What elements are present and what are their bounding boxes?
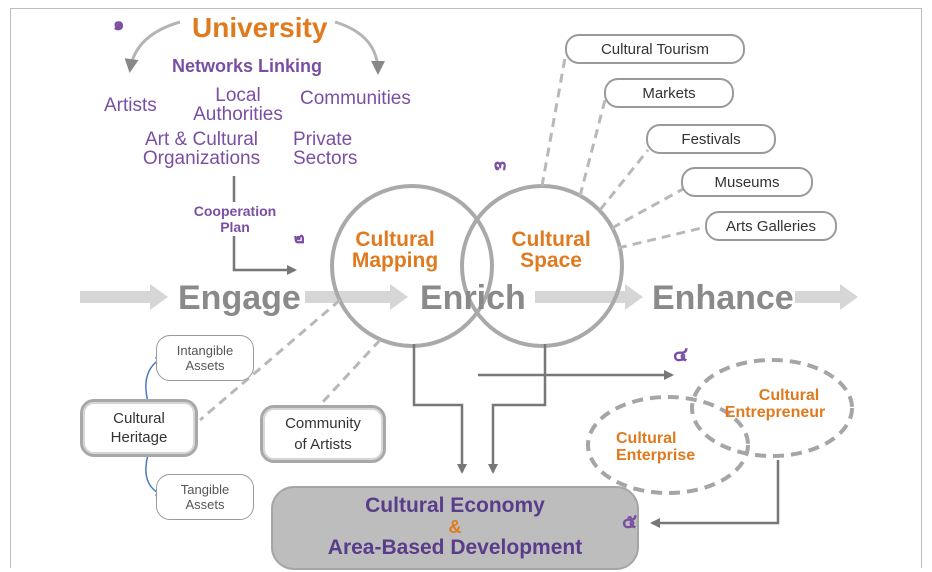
artists-label: Artists xyxy=(104,95,157,116)
pill-festivals: Festivals xyxy=(646,124,776,154)
entrepreneur-ellipse xyxy=(690,358,854,458)
curve-arrow-left xyxy=(124,20,181,73)
marker-2: ๒ xyxy=(293,227,305,247)
pill-tangible-assets: Tangible Assets xyxy=(156,474,254,520)
cultural-entrepreneur-label: Cultural Entrepreneur xyxy=(724,387,826,421)
frame-border-right xyxy=(921,8,922,568)
space-dashed-lines xyxy=(540,57,711,250)
cultural-space-label: Cultural Space xyxy=(511,228,591,272)
marker-4: ๔ xyxy=(673,344,689,366)
frame-border-left xyxy=(10,8,11,568)
communities-label: Communities xyxy=(300,88,411,109)
mapping-down-arrow xyxy=(412,344,467,474)
networks-linking: Networks Linking xyxy=(172,56,323,76)
cooperation-plan: Cooperation Plan xyxy=(170,202,300,236)
economy-box xyxy=(271,486,639,570)
curve-arrow-right xyxy=(334,20,385,75)
mapping-circle xyxy=(330,184,494,348)
enhance-label: Enhance xyxy=(652,279,794,317)
pill-intangible-assets: Intangible Assets xyxy=(156,335,254,381)
cultural-enterprise-label: Cultural Enterprise xyxy=(616,430,696,464)
cultural-mapping-label: Cultural Mapping xyxy=(351,228,439,272)
private-sectors-label: Private Sectors xyxy=(293,129,358,169)
art-cultural-organizations-label: Art & Cultural Organizations xyxy=(142,129,261,169)
pill-cultural-tourism: Cultural Tourism xyxy=(565,34,745,64)
enrich-label: Enrich xyxy=(420,279,526,317)
university-title: University xyxy=(192,12,328,43)
local-authorities-label: Local Authorities xyxy=(193,85,283,125)
frame-border-top xyxy=(10,8,922,9)
marker-1: ๑ xyxy=(113,14,125,34)
mapping-dashed-lines xyxy=(199,298,382,422)
pill-markets: Markets xyxy=(604,78,734,108)
enterprise-ellipse xyxy=(586,395,750,495)
space-down-arrow xyxy=(488,344,547,474)
entrepreneur-to-economy-arrow xyxy=(650,460,780,528)
marker-5: ๕ xyxy=(622,511,638,533)
pill-community-of-artists: Community of Artists xyxy=(260,405,386,463)
economy-label: Cultural Economy & Area-Based Developmen… xyxy=(327,494,583,559)
pill-arts-galleries: Arts Galleries xyxy=(705,211,837,241)
pill-cultural-heritage: Cultural Heritage xyxy=(80,399,198,457)
flow-arrows xyxy=(80,284,858,310)
marker-3: ๓ xyxy=(494,154,507,174)
pill-museums: Museums xyxy=(681,167,813,197)
engage-label: Engage xyxy=(178,279,301,317)
